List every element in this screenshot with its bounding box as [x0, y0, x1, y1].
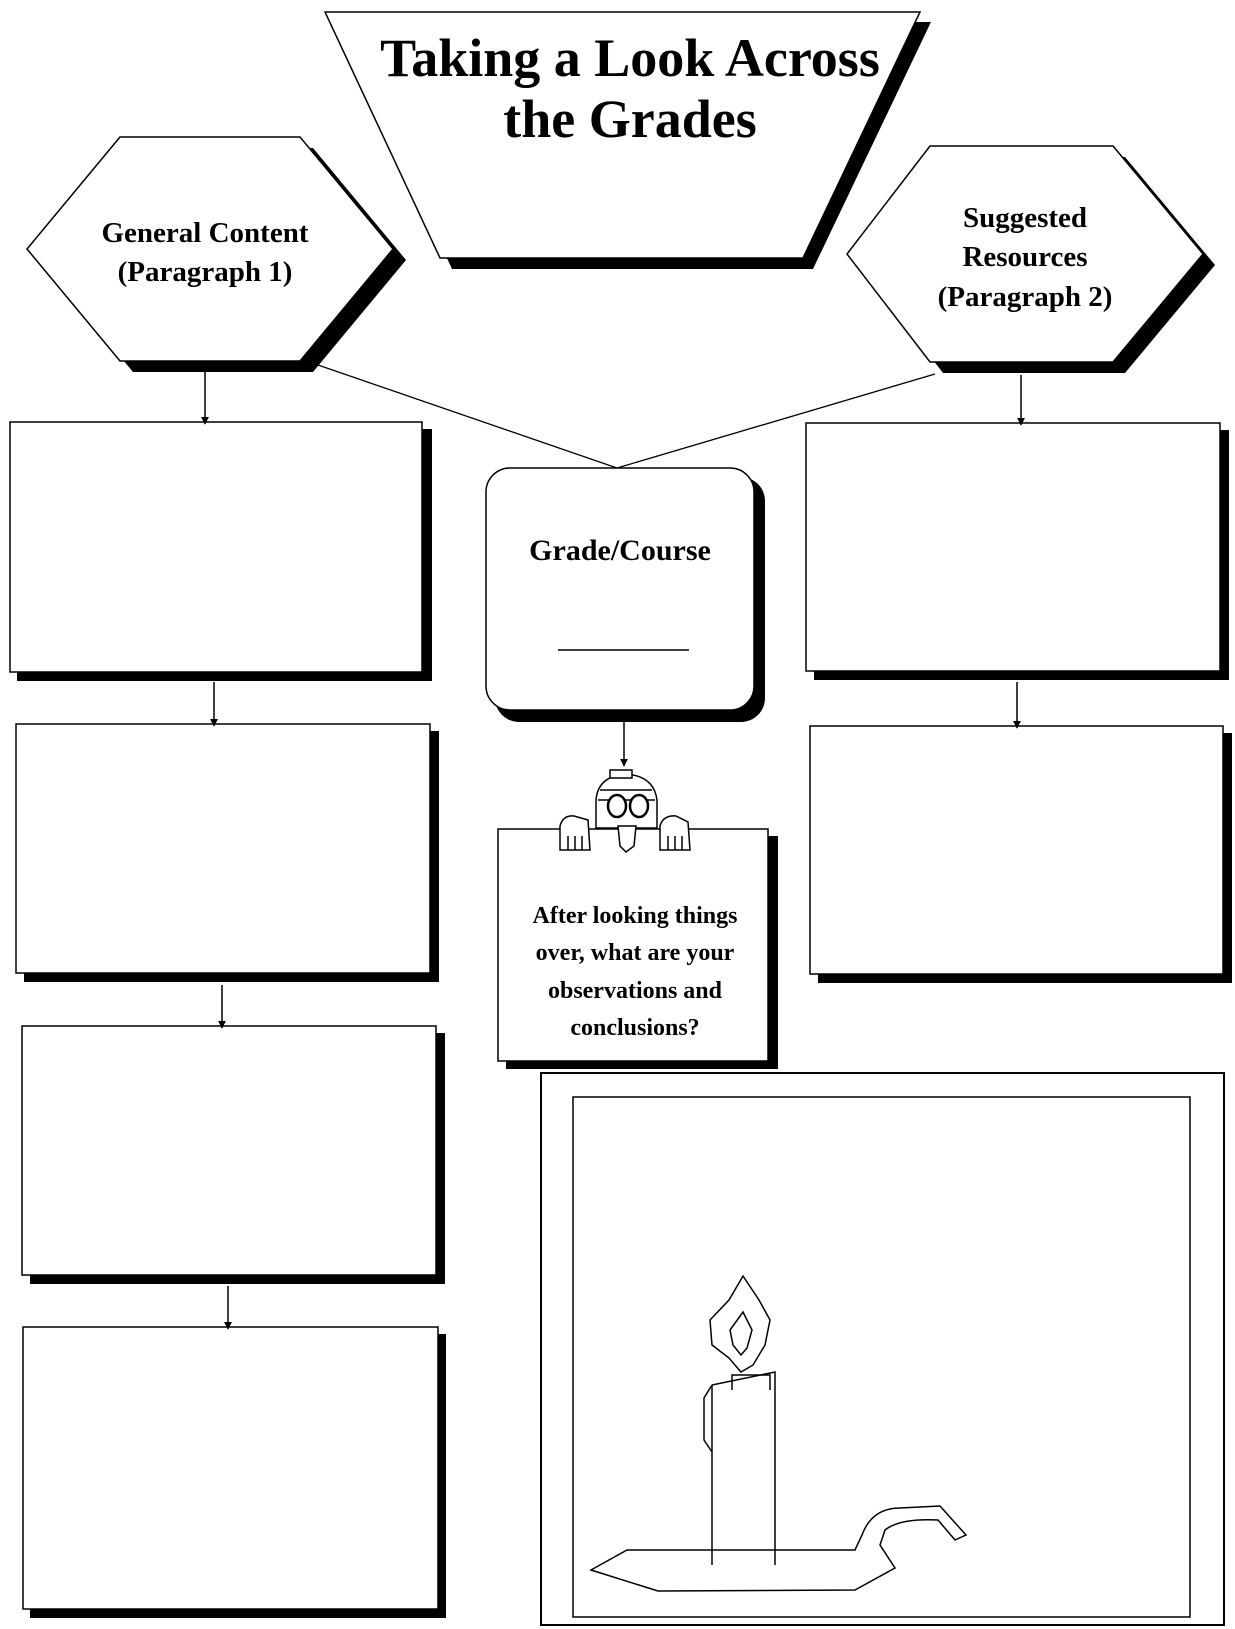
observations-line4: conclusions?: [570, 1015, 700, 1042]
observations-line2: over, what are your: [535, 940, 735, 967]
general-content-box-4: [22, 1326, 446, 1618]
suggested-resources-hexagon: [846, 145, 1215, 373]
candle-icon: [589, 1274, 968, 1592]
peeking-character-icon: [559, 769, 691, 853]
connector-lines: [317, 364, 936, 469]
general-content-label: General Content (Paragraph 1): [55, 214, 355, 293]
general-content-box-3: [21, 1025, 445, 1284]
candle-picture-frame: [540, 1072, 1225, 1626]
general-content-box-2: [15, 723, 439, 982]
general-content-box-1: [9, 421, 432, 681]
suggested-resources-box-2: [809, 725, 1232, 983]
general-content-label-line2: (Paragraph 1): [117, 256, 293, 289]
flow-arrows: [201, 367, 1025, 1330]
observations-line1: After looking things: [532, 903, 738, 929]
suggested-resources-label: Suggested Resources (Paragraph 2): [880, 199, 1170, 317]
suggested-resources-label-line3: (Paragraph 2): [937, 280, 1113, 313]
suggested-resources-label-line2: Resources: [962, 241, 1088, 274]
general-content-hexagon: [26, 136, 406, 372]
grade-course-box: [485, 467, 765, 722]
observations-box: [497, 828, 778, 1069]
suggested-resources-box-1: [805, 422, 1229, 680]
observations-prompt: After looking things over, what are your…: [500, 898, 770, 1048]
page-title: Taking a Look Across the Grades: [380, 28, 880, 150]
title-banner: [323, 11, 931, 269]
general-content-label-line1: General Content: [101, 217, 309, 249]
observations-line3: observations and: [547, 977, 723, 1004]
suggested-resources-label-line1: Suggested: [962, 202, 1088, 234]
grade-course-label: Grade/Course: [529, 534, 711, 567]
